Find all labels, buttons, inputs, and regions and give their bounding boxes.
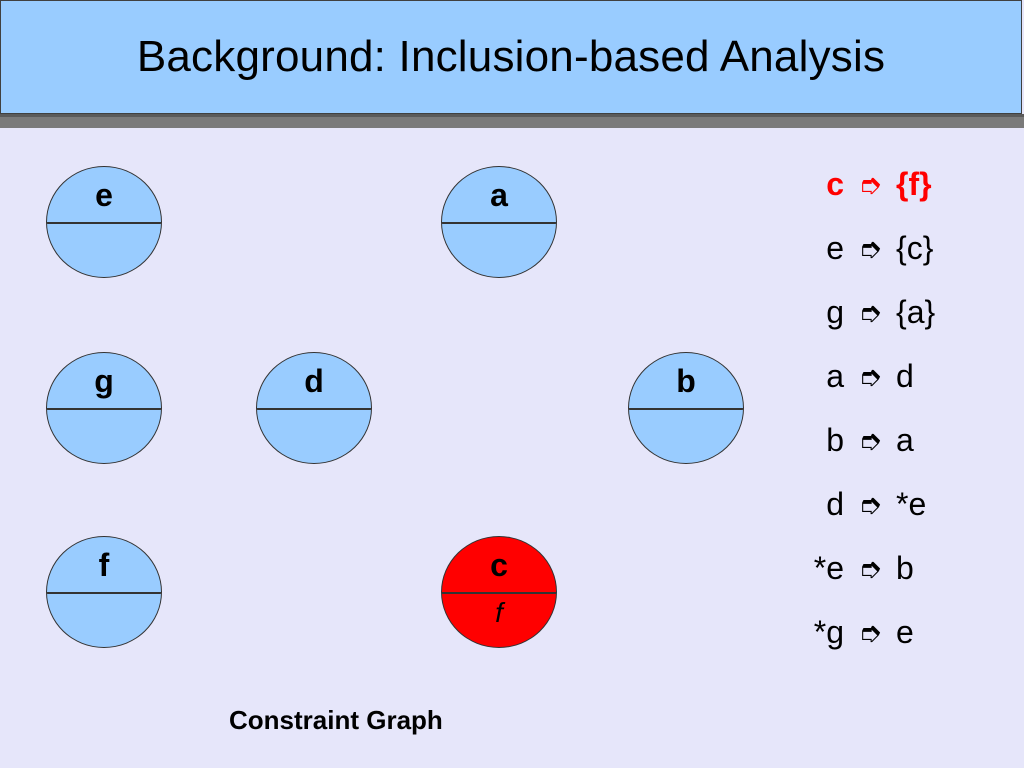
constraint-row: a ➮ d [770,358,1000,422]
graph-node-c: c f [441,536,557,648]
constraint-rhs: {a} [896,294,936,330]
graph-node-e: e [46,166,162,278]
graph-node-g: g [46,352,162,464]
node-divider [47,408,161,410]
node-label: e [95,177,113,213]
constraint-rhs: a [896,422,914,458]
title-shadow [0,114,1024,128]
node-label: b [676,363,696,399]
node-label: g [94,363,114,399]
constraint-rhs: {f} [896,166,932,202]
graph-node-d: d [256,352,372,464]
constraint-row: d ➮ *e [770,486,1000,550]
node-divider [442,222,556,224]
constraint-lhs: *e [813,550,844,586]
node-label: f [98,547,110,583]
subset-arrow-icon: ➮ [858,361,882,392]
constraint-lhs: g [826,294,844,330]
constraint-lhs: a [826,358,844,394]
node-label: a [490,177,508,213]
constraint-rhs: *e [896,486,927,522]
subset-arrow-icon: ➮ [858,169,882,200]
node-label: d [304,363,324,399]
constraint-row: b ➮ a [770,422,1000,486]
constraint-lhs: d [826,486,844,522]
node-divider [257,408,371,410]
subset-arrow-icon: ➮ [858,425,882,456]
subset-arrow-icon: ➮ [858,297,882,328]
constraint-list: c ➮ {f} e ➮ {c} g ➮ {a} a ➮ d b ➮ a d ➮ … [770,166,1000,678]
node-divider [629,408,743,410]
subset-arrow-icon: ➮ [858,553,882,584]
node-points-to-set: f [495,597,503,628]
title-bar: Background: Inclusion-based Analysis [0,0,1022,114]
constraint-row: c ➮ {f} [770,166,1000,230]
graph-node-b: b [628,352,744,464]
slide-title: Background: Inclusion-based Analysis [136,32,886,81]
constraint-rhs: d [896,358,914,394]
subset-arrow-icon: ➮ [858,489,882,520]
constraint-lhs: *g [813,614,844,650]
node-divider [47,222,161,224]
constraint-rhs: e [896,614,914,650]
constraint-row: *g ➮ e [770,614,1000,678]
graph-caption: Constraint Graph [229,705,443,735]
node-divider [442,592,556,594]
constraint-lhs: e [826,230,844,266]
constraint-rhs: b [896,550,914,586]
constraint-row: g ➮ {a} [770,294,1000,358]
subset-arrow-icon: ➮ [858,617,882,648]
subset-arrow-icon: ➮ [858,233,882,264]
constraint-row: e ➮ {c} [770,230,1000,294]
constraint-rhs: {c} [896,230,934,266]
graph-node-a: a [441,166,557,278]
constraint-lhs: b [826,422,844,458]
graph-node-f: f [46,536,162,648]
constraint-row: *e ➮ b [770,550,1000,614]
node-divider [47,592,161,594]
node-label: c [490,547,508,583]
constraint-lhs: c [826,166,844,202]
